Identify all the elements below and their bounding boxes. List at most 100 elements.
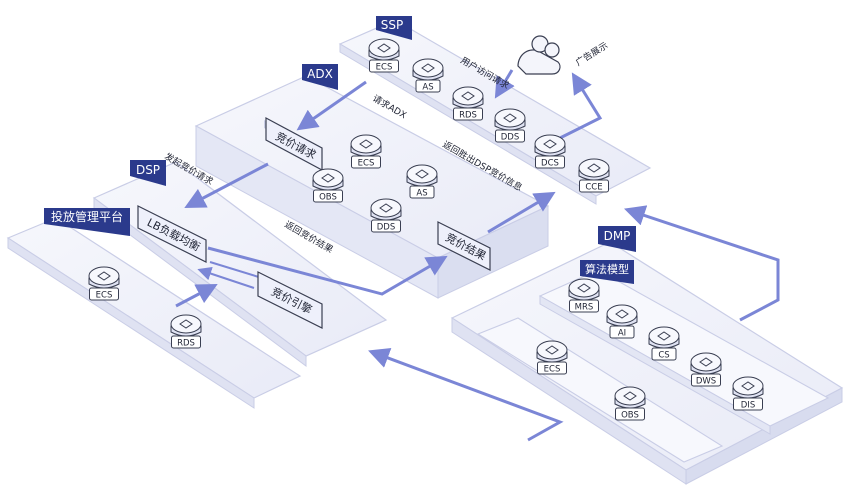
service-label: OBS — [621, 411, 639, 421]
service-badge-box — [171, 335, 201, 349]
service-label: ECS — [358, 159, 375, 169]
service-ssp-rds: RDS — [452, 86, 484, 121]
service-adx-as: AS — [406, 164, 438, 199]
user-icon — [517, 35, 561, 75]
service-label: OBS — [319, 193, 337, 203]
service-label: RDS — [459, 111, 477, 121]
service-ssp-dcs: DCS — [534, 134, 566, 169]
service-mgmt-ecs: ECS — [88, 266, 120, 301]
service-adx-obs: OBS — [312, 168, 344, 203]
dsp-tag-label: DSP — [136, 163, 160, 177]
ecs-icon — [368, 38, 400, 61]
service-badge-box — [369, 59, 399, 73]
service-badges: ECS AS RDS DDS DCS CCE ECS OBS AS DDS ECS RDS MRS AI C… — [88, 38, 764, 421]
service-badge-box — [609, 325, 635, 339]
service-label: MRS — [575, 303, 594, 313]
service-label: ECS — [376, 63, 393, 73]
arrow-dsp-bid-request — [184, 162, 269, 208]
arrow-request-adx — [296, 80, 367, 131]
dcs-icon — [534, 134, 566, 157]
service-dmp-dis: DIS — [732, 376, 764, 411]
service-label: AS — [416, 189, 427, 199]
arrow-lb-engine-1 — [209, 261, 263, 279]
as-icon — [412, 58, 444, 81]
service-badge-box — [537, 361, 567, 375]
service-adx-dds: DDS — [370, 198, 402, 233]
arrow-dmp-dsp — [368, 348, 564, 442]
service-mgmt-rds: RDS — [170, 314, 202, 349]
service-dmp-ai: AI — [606, 304, 638, 339]
service-badge-box — [651, 347, 677, 361]
service-dmp-dws: DWS — [690, 352, 722, 387]
arrow-mgmt-dsp — [175, 284, 218, 308]
service-badge-box — [733, 397, 763, 411]
as-icon — [406, 164, 438, 187]
service-label: RDS — [177, 339, 195, 349]
arrow-user-request — [494, 69, 515, 99]
service-badge-box — [313, 189, 343, 203]
service-badge-box — [535, 155, 565, 169]
service-badge-box — [569, 299, 599, 313]
service-label: CS — [658, 351, 669, 361]
service-badge-box — [691, 373, 721, 387]
ai-icon — [606, 304, 638, 327]
service-badge-box — [371, 219, 401, 233]
service-label: DDS — [377, 223, 396, 233]
service-dmp-mrs: MRS — [568, 278, 600, 313]
dds-icon — [370, 198, 402, 221]
service-badge-box — [495, 129, 525, 143]
service-label: ECS — [544, 365, 561, 375]
mgmt-tag-label: 投放管理平台 — [51, 209, 123, 224]
ssp-tag-label: SSP — [381, 18, 403, 32]
arrow-return-dsp — [487, 191, 556, 234]
dws-icon — [690, 352, 722, 375]
service-label: ECS — [96, 291, 113, 301]
arrow-ad-display — [555, 72, 603, 142]
service-badge-box — [351, 155, 381, 169]
arrow-return-bid-result — [207, 246, 448, 296]
service-dmp-cs: CS — [648, 326, 680, 361]
adx-tag-label: ADX — [307, 67, 333, 81]
algo-tag-label: 算法模型 — [585, 262, 629, 276]
service-label: DDS — [501, 133, 520, 143]
algo-tag: 算法模型 — [580, 260, 634, 284]
rds-icon — [170, 314, 202, 337]
dsp-tag: DSP — [130, 160, 166, 186]
service-badge-box — [453, 107, 483, 121]
service-label: AS — [422, 83, 433, 93]
adx-tag: ADX — [302, 64, 338, 90]
dds-icon — [494, 108, 526, 131]
service-dmp-obs: OBS — [614, 386, 646, 421]
arrow-lb-engine-2 — [197, 266, 255, 289]
dmp-tag: DMP — [598, 226, 636, 252]
service-label: DWS — [696, 377, 716, 387]
service-ssp-cce: CCE — [578, 158, 610, 193]
service-dmp-ecs: ECS — [536, 340, 568, 375]
service-label: DCS — [541, 159, 559, 169]
service-adx-ecs: ECS — [350, 134, 382, 169]
service-badge-box — [409, 185, 435, 199]
service-label: AI — [618, 329, 626, 339]
obs-icon — [614, 386, 646, 409]
service-badge-box — [89, 287, 119, 301]
dmp-tag-label: DMP — [604, 229, 631, 243]
ssp-tag: SSP — [376, 16, 412, 40]
mrs-icon — [568, 278, 600, 301]
service-badge-box — [615, 407, 645, 421]
service-badge-box — [415, 79, 441, 93]
mgmt-tag: 投放管理平台 — [44, 208, 130, 236]
label-ad-display: 广告展示 — [573, 39, 610, 68]
obs-icon — [312, 168, 344, 191]
cce-icon — [578, 158, 610, 181]
service-ssp-ecs: ECS — [368, 38, 400, 73]
bid-request-box: 竞价请求 — [264, 116, 323, 172]
service-ssp-as: AS — [412, 58, 444, 93]
service-ssp-dds: DDS — [494, 108, 526, 143]
ecs-icon — [350, 134, 382, 157]
flow-arrows — [175, 69, 780, 442]
service-badge-box — [579, 179, 609, 193]
ecs-icon — [88, 266, 120, 289]
service-label: CCE — [585, 183, 602, 193]
dis-icon — [732, 376, 764, 399]
